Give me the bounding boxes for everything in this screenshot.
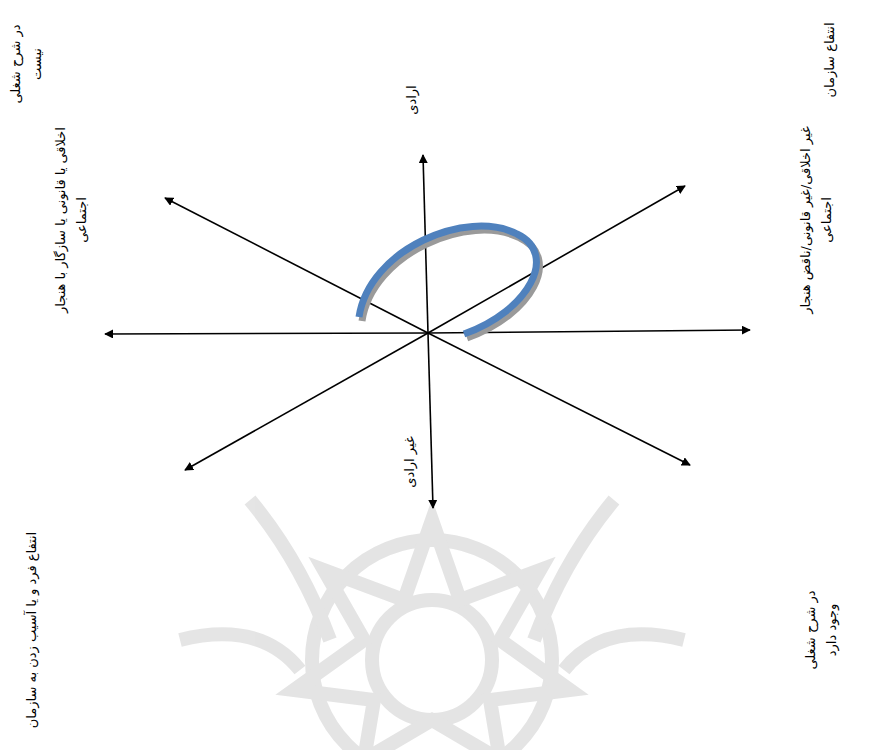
axis-label: انتفاع فرد و یا آسیب زدن به سازمان [22, 523, 43, 738]
axis-label: در شرح شغلی وجود دارد [801, 575, 843, 685]
axis-lines [105, 155, 750, 508]
axis-arrow [428, 333, 690, 465]
blue-arc [359, 226, 536, 334]
axis-label: در شرح شغلی نیست [6, 16, 48, 112]
axis-arrow [428, 333, 433, 508]
axis-label: غیر ارادی [400, 422, 421, 502]
axis-arrow [185, 333, 428, 470]
axis-label: ارادی [402, 65, 423, 135]
axis-arrow [428, 186, 685, 333]
arc-shadow [362, 230, 539, 338]
axis-label: غیر اخلاقی/غیر قانونی/ناقض هنجار اجتماعی [796, 110, 838, 330]
axis-label: اخلاقی یا قانونی یا سازگار با هنجار اجتم… [51, 110, 93, 330]
axis-label: انتفاع سازمان [820, 17, 841, 103]
watermark [180, 500, 684, 750]
axis-arrow [105, 333, 428, 334]
